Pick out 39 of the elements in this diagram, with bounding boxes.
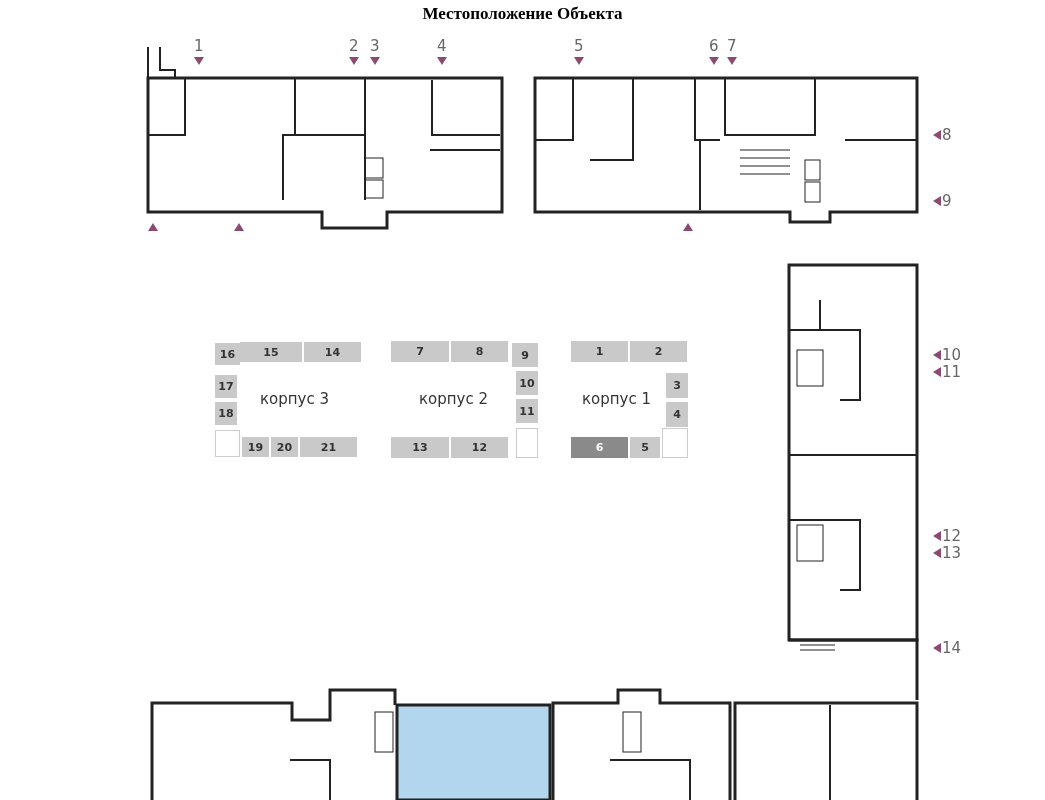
entrance-number: 1 xyxy=(194,38,204,54)
entrance-number: 5 xyxy=(574,38,584,54)
entrance-number: 2 xyxy=(349,38,359,54)
section-block: 13 xyxy=(391,437,449,458)
entrance-number: 13 xyxy=(942,545,962,561)
title: Местоположение Объекта xyxy=(421,4,624,24)
entrance-number: 3 xyxy=(370,38,380,54)
section-block: 1 xyxy=(571,341,628,362)
section-block: 20 xyxy=(271,437,298,457)
section-block: 17 xyxy=(215,375,237,398)
entrance-number: 10 xyxy=(942,347,962,363)
section-block: 3 xyxy=(666,373,688,398)
entrance-number: 14 xyxy=(942,640,962,656)
section-block: 5 xyxy=(630,437,660,458)
section-block: 18 xyxy=(215,402,237,425)
section-block: 6 xyxy=(571,437,628,458)
section-block: 7 xyxy=(391,341,449,362)
section-block: 4 xyxy=(666,402,688,427)
entrance-number: 6 xyxy=(709,38,719,54)
entrance-number: 4 xyxy=(437,38,447,54)
section-block: 8 xyxy=(451,341,508,362)
building-label: корпус 1 xyxy=(582,390,651,408)
building-label: корпус 3 xyxy=(260,390,329,408)
building-label: корпус 2 xyxy=(419,390,488,408)
section-block: 21 xyxy=(300,437,357,457)
section-block: 2 xyxy=(630,341,687,362)
entrance-number: 12 xyxy=(942,528,962,544)
entrance-number: 9 xyxy=(942,193,952,209)
entrance-number: 8 xyxy=(942,127,952,143)
section-block: 14 xyxy=(304,342,361,362)
entrance-number: 7 xyxy=(727,38,737,54)
section-block: 16 xyxy=(215,343,240,365)
section-block: 9 xyxy=(512,343,538,367)
section-block: 19 xyxy=(242,437,269,457)
section-block: 11 xyxy=(516,399,538,423)
section-block: 10 xyxy=(516,371,538,395)
entrance-number: 11 xyxy=(942,364,962,380)
section-block: 12 xyxy=(451,437,508,458)
section-block: 15 xyxy=(240,342,302,362)
